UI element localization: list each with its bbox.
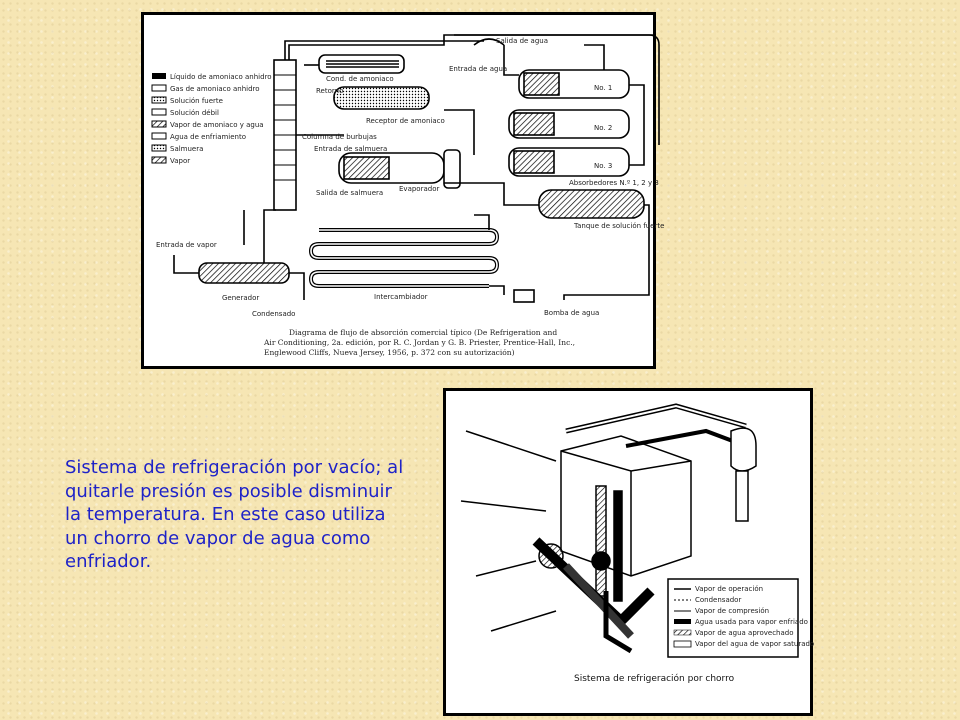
legend: Líquido de amoniaco anhidro Gas de amoni… [151,73,272,165]
label-cond: Cond. de amoniaco [326,75,394,83]
description-text: Sistema de refrigeración por vacío; al q… [65,457,404,572]
steam-jet-diagram: Vapor de operación Condensador Vapor de … [443,388,814,716]
legend-label: Vapor [170,157,190,165]
label-condensado: Condensado [252,310,295,318]
label-no3: No. 3 [594,162,612,170]
label-no1: No. 1 [594,84,612,92]
jet-legend-label: Vapor de agua aprovechado [695,629,794,637]
caption-line: Diagrama de flujo de absorción comercial… [289,328,557,337]
legend-label: Gas de amoniaco anhidro [170,85,260,93]
label-salida-agua: Salida de agua [496,37,548,45]
label-evaporador: Evaporador [399,185,439,193]
jet-legend-label: Vapor de compresión [695,607,769,615]
steam-jet-diagram-svg: Vapor de operación Condensador Vapor de … [460,403,814,684]
jet-legend: Vapor de operación Condensador Vapor de … [673,585,814,648]
label-retorno: Retorno [316,87,343,95]
label-bomba: Bomba de agua [544,309,599,317]
legend-label: Vapor de amoniaco y agua [170,121,264,129]
label-columna: Columna de burbujas [302,133,377,141]
label-generador: Generador [222,294,259,302]
jet-legend-label: Vapor de operación [695,585,763,593]
jet-caption: Sistema de refrigeración por chorro [574,673,735,684]
legend-label: Agua de enfriamiento [170,133,246,141]
label-salida-salmuera: Salida de salmuera [316,189,383,197]
jet-legend-label: Agua usada para vapor enfriado [695,618,808,626]
label-intercambiador: Intercambiador [374,293,428,301]
jet-legend-label: Condensador [695,596,741,604]
label-entrada-vapor: Entrada de vapor [156,241,217,249]
label-absorbedores: Absorbedores N.º 1, 2 y 3 [569,179,659,187]
jet-legend-label: Vapor del agua de vapor saturado [695,640,814,648]
absorption-flow-diagram: Líquido de amoniaco anhidro Gas de amoni… [141,12,664,369]
legend-label: Solución débil [170,109,219,117]
label-entrada-salmuera: Entrada de salmuera [314,145,387,153]
legend-label: Líquido de amoniaco anhidro [170,73,272,81]
caption-line: Englewood Cliffs, Nueva Jersey, 1956, p.… [264,348,515,357]
caption-line: Air Conditioning, 2a. edición, por R. C.… [263,338,575,347]
absorption-diagram-svg: Líquido de amoniaco anhidro Gas de amoni… [151,34,664,357]
label-entrada-agua: Entrada de agua [449,65,507,73]
label-receptor: Receptor de amoniaco [366,117,445,125]
legend-label: Solución fuerte [170,97,223,105]
legend-label: Salmuera [170,145,203,153]
label-tanque: Tanque de solución fuerte [573,222,664,230]
label-no2: No. 2 [594,124,612,132]
